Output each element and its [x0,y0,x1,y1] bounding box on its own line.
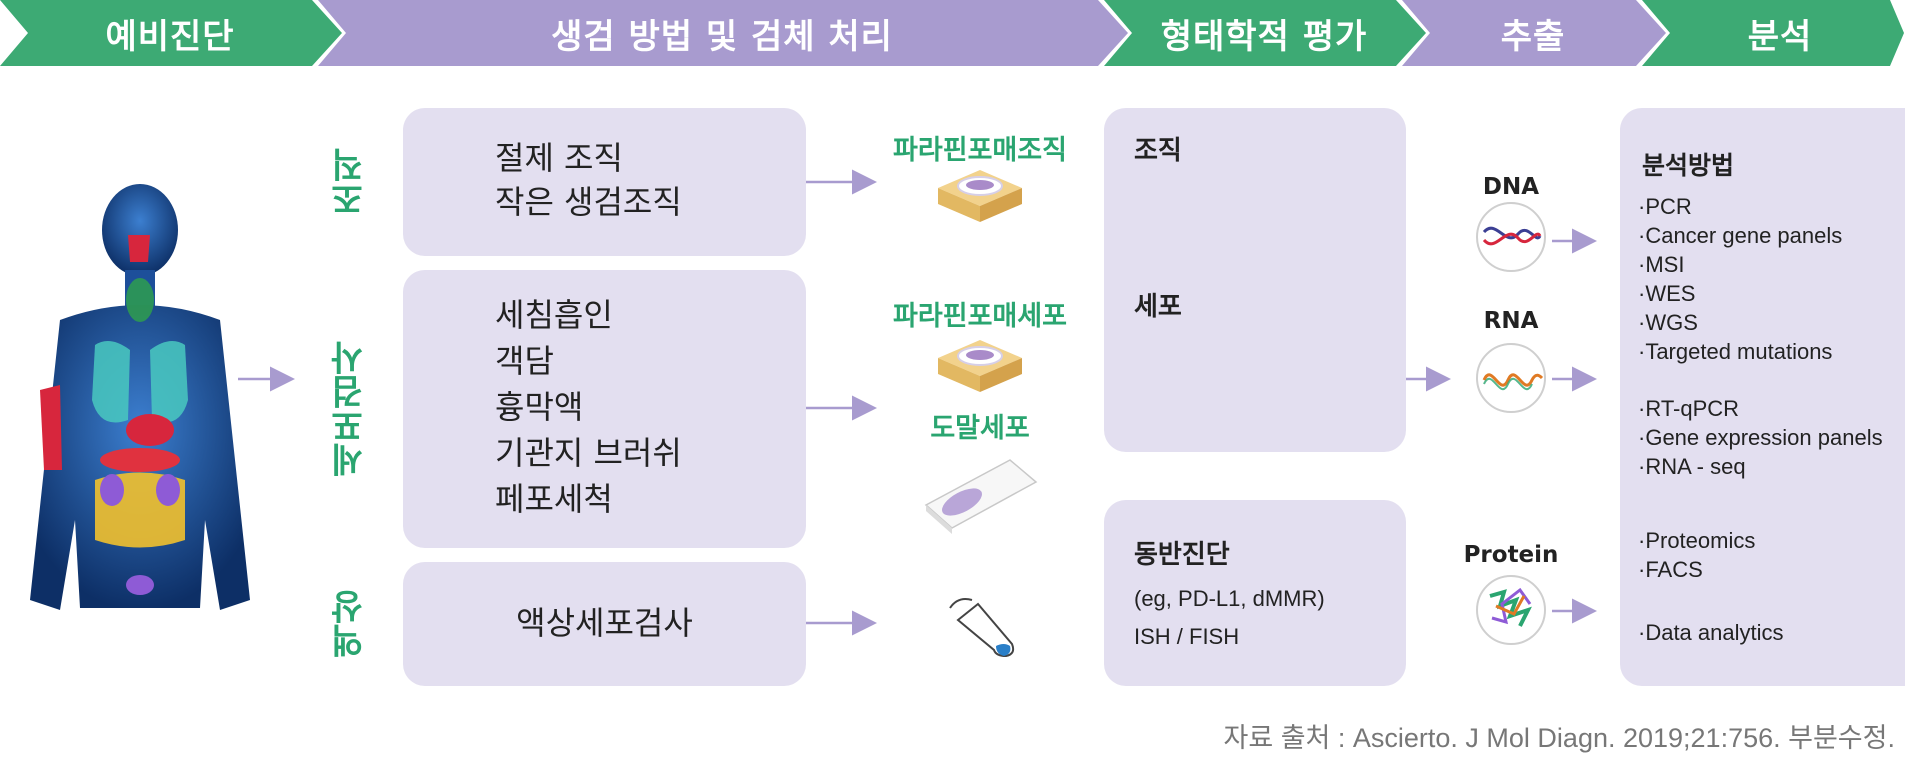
companion-examples: (eg, PD-L1, dMMR) [1134,586,1325,611]
analysis-item: ·WES [1638,281,1696,306]
extraction-rna: RNA [1483,308,1539,334]
companion-diagnostics-box: 동반진단 (eg, PD-L1, dMMR) ISH / FISH [1104,500,1406,686]
analysis-box: 분석방법 ·PCR ·Cancer gene panels ·MSI ·WES … [1620,108,1905,686]
analysis-item: ·Data analytics [1638,620,1784,645]
rna-strand-icon [1476,343,1546,413]
analysis-item: ·Targeted mutations [1638,339,1833,364]
extraction-dna: DNA [1482,174,1540,200]
analysis-title: 분석방법 [1642,151,1735,180]
source-citation: 자료 출처 : Ascierto. J Mol Diagn. 2019;21:7… [1223,723,1895,753]
paraffin-block-icon [938,340,1022,392]
chevron-step-5 [1642,0,1904,66]
chevron-step-1 [0,0,342,66]
result-paraffin-tissue: 파라핀포매조직 [893,135,1067,166]
companion-methods: ISH / FISH [1134,624,1240,649]
companion-title: 동반진단 [1134,540,1230,570]
analysis-item: ·RT-qPCR [1638,396,1740,421]
cytology-item: 세침흡인 [495,296,613,334]
analysis-item: ·Cancer gene panels [1638,223,1843,248]
chevron-step-3 [1104,0,1426,66]
analysis-item: ·WGS [1638,310,1698,335]
tissue-item: 절제 조직 [495,139,623,177]
cytology-item: 흉막액 [495,388,584,426]
tissue-sample-box: 절제 조직 작은 생검조직 [403,108,806,256]
analysis-item: ·PCR [1638,194,1692,219]
morph-label-cell: 세포 [1134,292,1182,322]
result-smear-cell: 도말세포 [930,413,1030,444]
analysis-item: ·Proteomics [1638,528,1756,553]
cytology-sample-box: 세침흡인 객담 흉막액 기관지 브러쉬 페포세척 [403,270,806,548]
analysis-protein-list: ·Proteomics ·FACS [1638,526,1755,584]
dna-helix-icon [1476,202,1546,272]
cytology-item: 기관지 브러쉬 [495,434,682,472]
cytology-item: 객담 [495,342,554,380]
row-label-liquid: 액상 [330,590,371,658]
step-label-pre-diagnosis: 예비진단 [105,16,235,57]
row-label-cytology: 세포검사 [330,341,371,477]
result-paraffin-cell: 파라핀포매세포 [893,301,1067,332]
cytology-item: 페포세척 [495,480,613,518]
analysis-item: ·RNA - seq [1638,454,1746,479]
extraction-protein: Protein [1463,542,1559,568]
morphology-box: 조직 세포 [1104,108,1406,452]
test-tube-icon [949,598,1015,658]
analysis-item: ·Gene expression panels [1638,425,1883,450]
human-body-illustration [30,184,250,610]
morph-label-tissue: 조직 [1134,136,1182,166]
step-label-analysis: 분석 [1747,16,1813,57]
row-label-tissue: 조직 [330,148,371,216]
analysis-item: ·MSI [1638,252,1685,277]
step-label-extraction: 추출 [1500,16,1566,57]
analysis-rna-list: ·RT-qPCR ·Gene expression panels ·RNA - … [1638,394,1883,481]
analysis-dna-list: ·PCR ·Cancer gene panels ·MSI ·WES ·WGS … [1638,192,1842,366]
protein-structure-icon [1476,575,1546,645]
step-label-morphology: 형태학적 평가 [1160,16,1368,57]
liquid-sample-box: 액상세포검사 [403,562,806,686]
analysis-item: ·FACS [1638,557,1703,582]
analysis-data-list: ·Data analytics [1638,618,1784,647]
smear-slide-icon [924,459,1038,534]
step-label-biopsy: 생검 방법 및 검체 처리 [551,16,893,57]
chevron-step-2 [318,0,1128,66]
liquid-item: 액상세포검사 [516,604,693,642]
tissue-item: 작은 생검조직 [495,183,682,221]
paraffin-block-icon [938,170,1022,222]
chevron-step-4 [1402,0,1666,66]
